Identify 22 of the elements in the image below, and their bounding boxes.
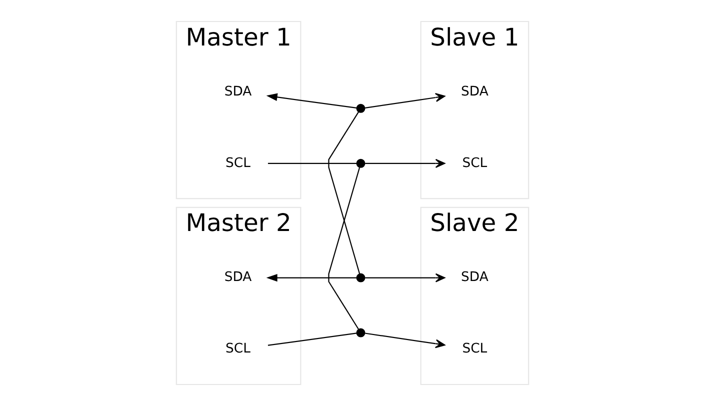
arrow	[266, 93, 356, 109]
node-text: SCL	[462, 156, 487, 171]
node-circle	[356, 328, 365, 338]
connector	[267, 332, 356, 346]
node-text: SDA	[460, 84, 488, 100]
arrow	[364, 158, 445, 168]
arrow	[364, 332, 445, 348]
node-text: SCL	[462, 342, 487, 357]
node-circle	[356, 158, 365, 168]
node-text: SCL	[225, 342, 250, 357]
node-circle	[356, 104, 365, 113]
node-text: SDA	[224, 270, 252, 286]
arrow	[364, 93, 445, 108]
node-circle	[356, 273, 365, 282]
arrow	[364, 273, 445, 282]
connector	[267, 162, 356, 164]
arrow	[266, 274, 356, 282]
node-text: SDA	[460, 270, 488, 286]
connector	[328, 167, 360, 330]
connector	[328, 112, 360, 274]
node-text: SCL	[225, 156, 250, 171]
node-text: SDA	[224, 84, 252, 100]
